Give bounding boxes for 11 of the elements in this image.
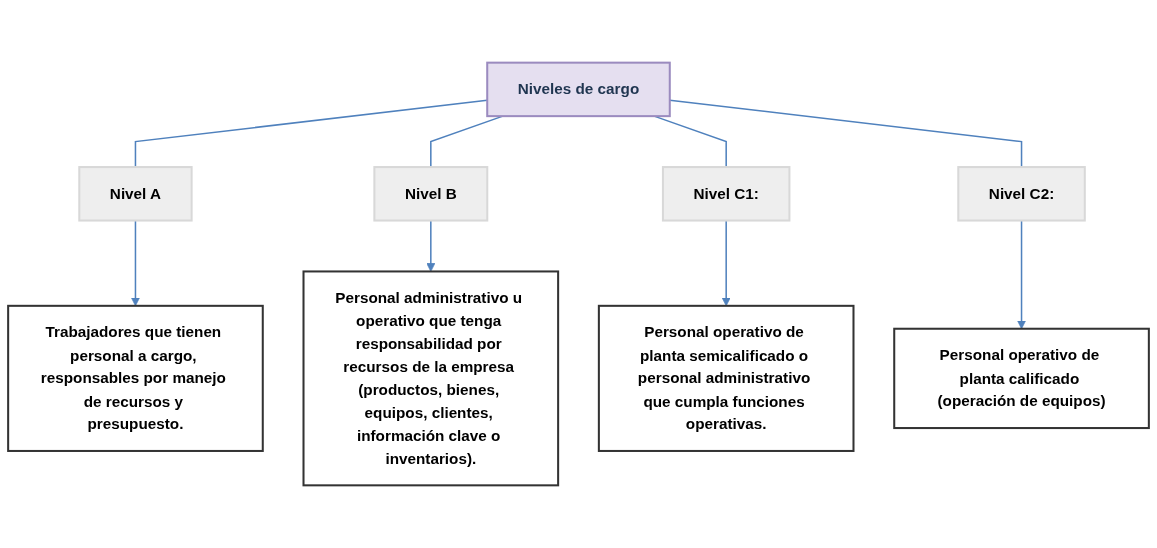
connector [134,99,488,168]
node-box: Niveles de cargo [486,61,671,118]
node-box: Personal operativo de planta calificado (operación de equipos) [893,327,1150,430]
connector [669,99,1023,168]
node-box: Personal operativo de planta semicalificado o personal administrativo que cumpla funciones operativas. [597,304,855,452]
node-box: Personal administrativo u operativo que tenga responsabilidad por recursos de la empresa (productos, bienes, equipos, clientes, información clave o inventarios). [302,270,560,487]
node-box: Nivel B [373,166,489,222]
node-box: Nivel A [78,166,193,222]
node-box: Nivel C1: [661,166,791,222]
node-box: Trabajadores que tienen personal a cargo, responsables por manejo de recursos y presupuesto. [7,304,264,452]
node-box: Nivel C2: [957,166,1086,222]
